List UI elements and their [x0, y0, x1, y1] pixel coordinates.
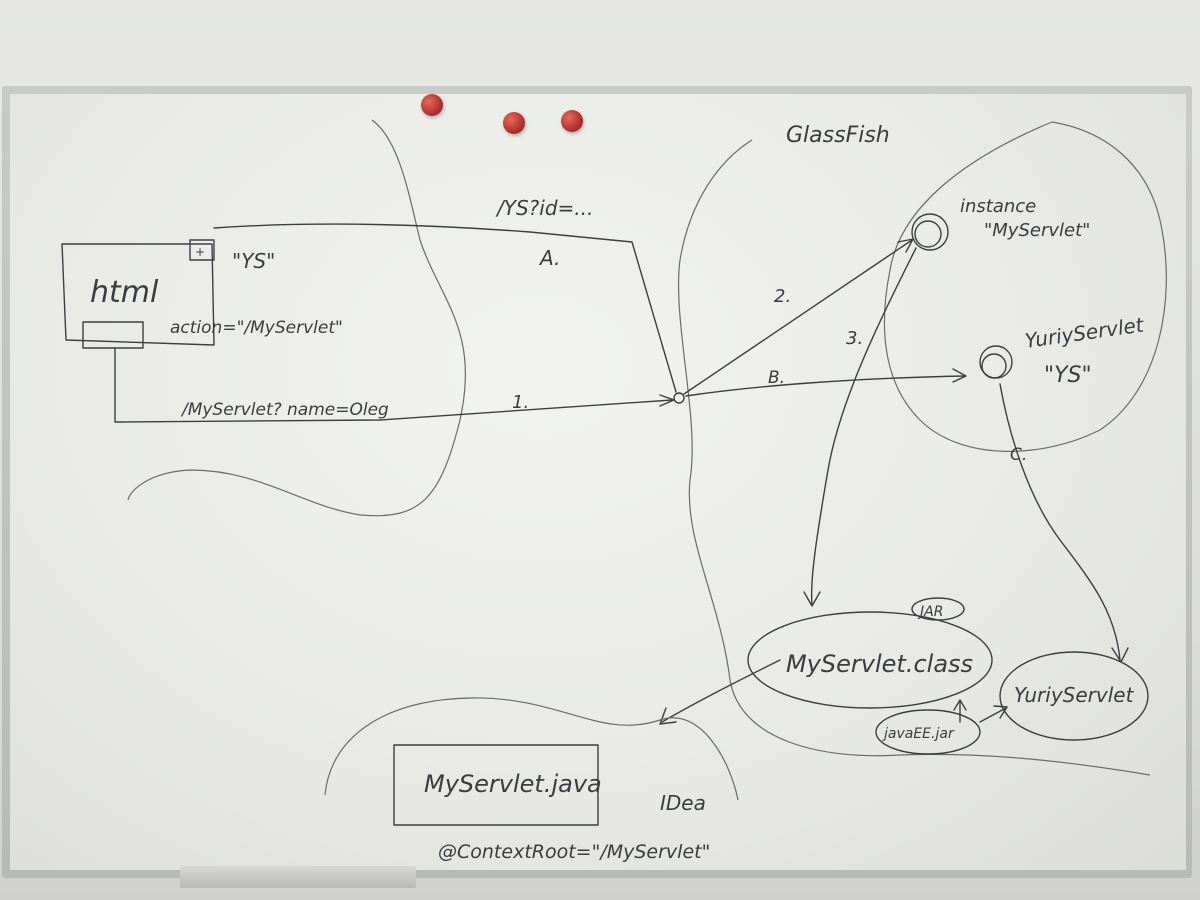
java-ee-jar-ellipse	[875, 709, 981, 755]
java-file-box	[393, 744, 599, 826]
marker-tray	[180, 866, 416, 888]
glassfish-cloud	[677, 139, 1151, 776]
java-file-label: MyServlet.java	[424, 770, 602, 798]
yuriy-servlet-box-label: YuriyServlet	[1014, 683, 1135, 707]
html-label: html	[90, 275, 159, 310]
red-magnet	[561, 110, 583, 132]
whiteboard-surface	[10, 94, 1186, 870]
label-a: A.	[538, 246, 560, 270]
label-2: 2.	[774, 286, 791, 307]
html-box	[61, 243, 215, 346]
browser-cloud	[127, 119, 467, 517]
red-magnet	[421, 94, 443, 116]
label-c: C.	[1010, 445, 1027, 465]
instance-circle	[911, 213, 949, 251]
request-text: /MyServlet? name=Oleg	[180, 400, 389, 420]
jar-label: JAR	[917, 604, 943, 620]
label-3: 3.	[846, 328, 863, 349]
label-b: B.	[768, 368, 785, 388]
arrow-c	[999, 383, 1121, 661]
container-cloud	[883, 121, 1167, 452]
glassfish-label: GlassFish	[786, 123, 890, 148]
instance-name: "MyServlet"	[984, 220, 1090, 241]
arrow-1	[114, 347, 673, 423]
arrow-a	[213, 223, 677, 393]
label-1: 1.	[512, 392, 529, 413]
ide-cloud	[324, 697, 739, 801]
dispatcher-node	[673, 392, 685, 404]
context-root-label: @ContextRoot="/MyServlet"	[438, 841, 710, 863]
java-ee-jar-label: javaEE.jar	[882, 726, 955, 742]
ys-quote-2: "YS"	[1044, 363, 1092, 388]
class-file-ellipse	[747, 611, 993, 709]
red-magnet	[503, 112, 525, 134]
yuriy-servlet-label: YuriyServlet	[1023, 312, 1146, 353]
input-field	[82, 321, 144, 349]
instance-label: instance	[960, 196, 1036, 217]
arrow-to-ide	[661, 659, 781, 723]
class-file-label: MyServlet.class	[786, 650, 973, 678]
arrow-b	[685, 375, 966, 397]
arrow-3	[810, 247, 917, 606]
jar-mark	[911, 597, 965, 621]
action-text: action="/MyServlet"	[170, 318, 343, 338]
url-ys-label: /YS?id=...	[495, 196, 593, 220]
idea-label: IDea	[660, 791, 706, 815]
html-corner-box	[189, 239, 215, 261]
ys-quote: "YS"	[232, 249, 275, 273]
arrow-2	[683, 239, 913, 395]
yuriy-servlet-ellipse	[999, 651, 1149, 741]
html-corner-label: +	[195, 245, 205, 259]
